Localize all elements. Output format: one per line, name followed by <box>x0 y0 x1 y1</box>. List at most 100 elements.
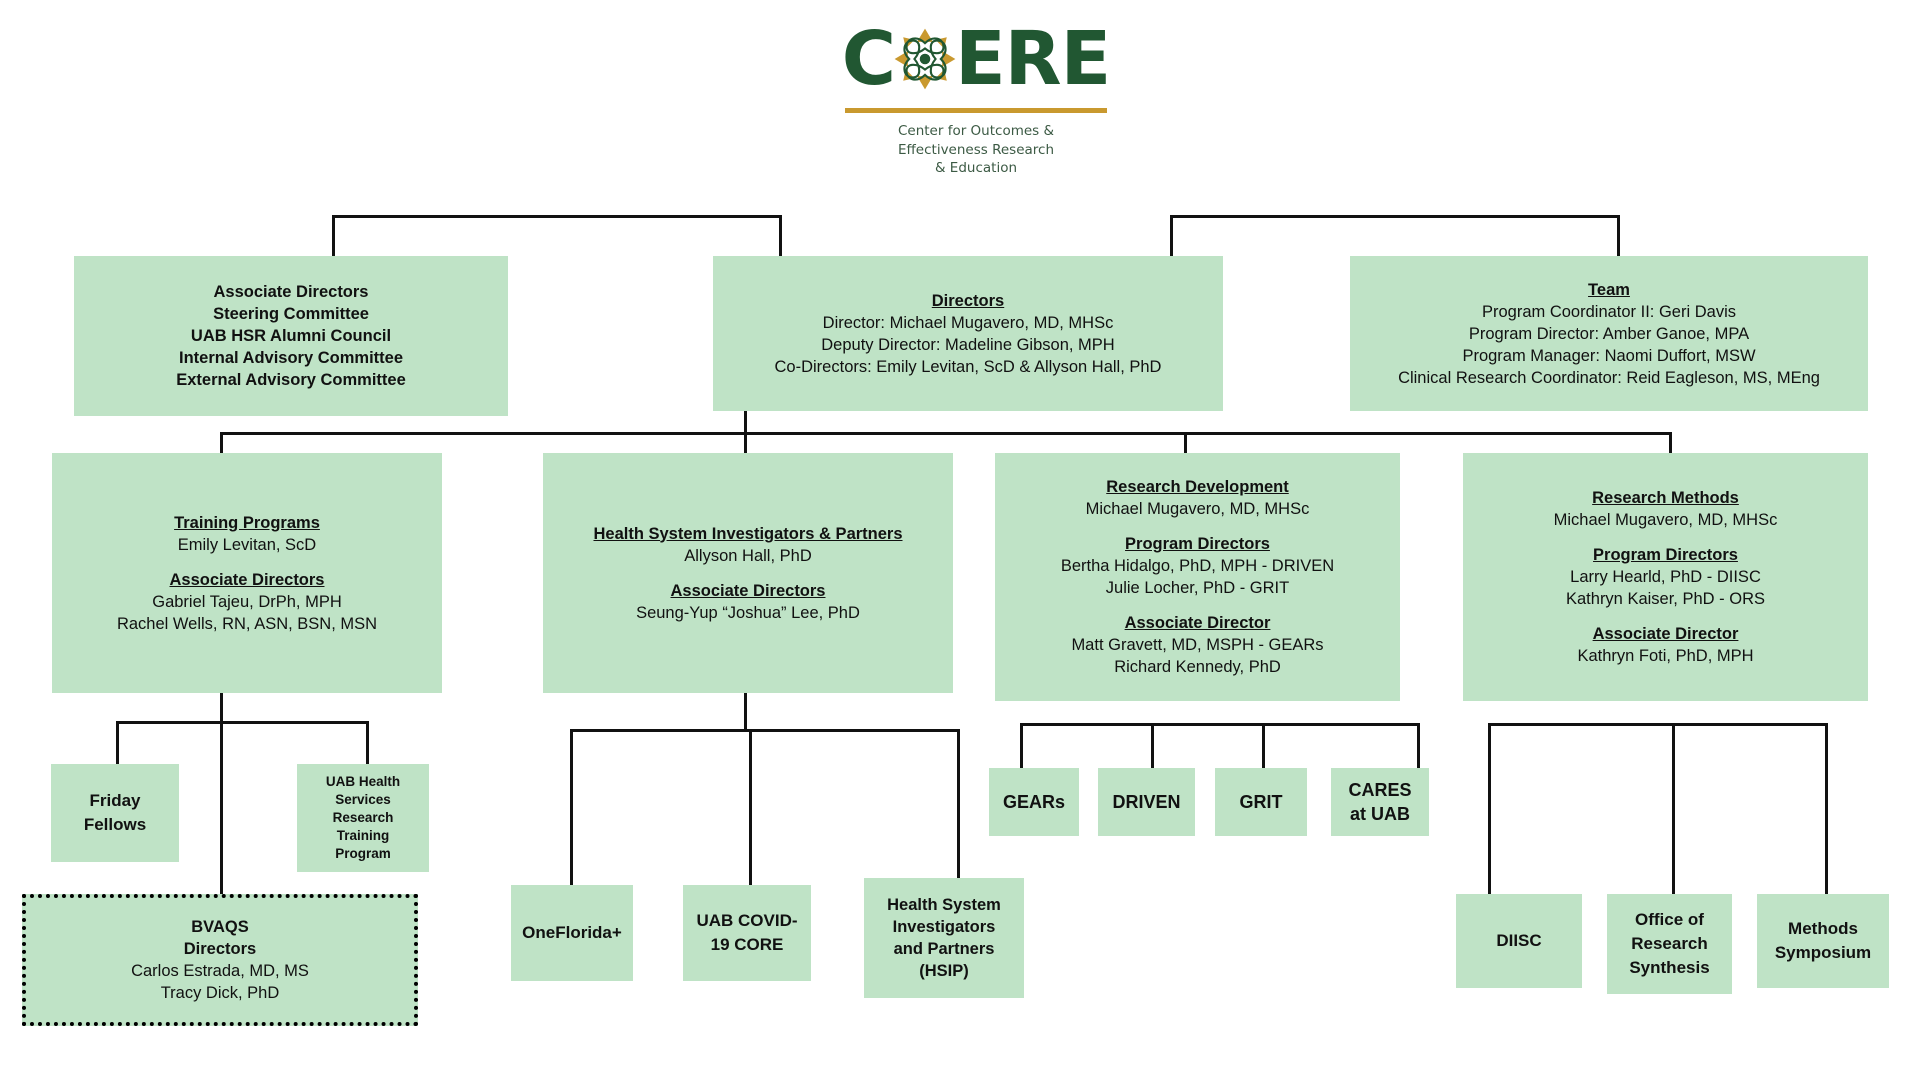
friday-fellows-box[interactable]: Friday Fellows <box>51 764 179 862</box>
logo-letter-c: C <box>841 16 896 102</box>
research-development-pd-heading: Program Directors <box>1125 535 1270 553</box>
team-line-3: Program Manager: Naomi Duffort, MSW <box>1462 346 1756 365</box>
connector-drop-research-development <box>1184 432 1187 454</box>
bvaqs-director-1: Carlos Estrada, MD, MS <box>131 962 309 980</box>
connector-top-left-horizontal <box>332 215 782 218</box>
bvaqs-subtitle: Directors <box>183 940 257 958</box>
research-methods-pd-heading: Program Directors <box>1593 546 1738 564</box>
connector-top-left-down-advisory <box>332 215 335 257</box>
hsip-parent-ad-1: Seung-Yup “Joshua” Lee, PhD <box>636 603 860 622</box>
connector-rm-drop-ors <box>1672 723 1675 894</box>
hsip-child-line-3: and Partners <box>893 940 995 958</box>
research-development-heading: Research Development <box>1106 478 1289 496</box>
onefloridaplus-box[interactable]: OneFlorida+ <box>511 885 633 981</box>
methods-symposium-line-1: Methods <box>1788 919 1858 938</box>
driven-label: DRIVEN <box>1112 792 1181 812</box>
directors-box[interactable]: Directors Director: Michael Mugavero, MD… <box>713 256 1223 411</box>
advisory-line-1: Associate Directors <box>213 283 369 301</box>
research-methods-box[interactable]: Research Methods Michael Mugavero, MD, M… <box>1463 453 1868 701</box>
logo-wordmark: C <box>836 18 1116 100</box>
hsip-parent-lead: Allyson Hall, PhD <box>684 546 812 565</box>
research-methods-ad-heading: Associate Director <box>1592 625 1739 643</box>
connector-top-left-down-directors <box>779 215 782 257</box>
grit-box[interactable]: GRIT <box>1215 768 1307 836</box>
connector-training-drop-bvaqs <box>220 693 223 896</box>
hsrtp-line-3: Research <box>332 810 394 825</box>
directors-line-2: Deputy Director: Madeline Gibson, MPH <box>821 335 1115 354</box>
tagline-line-2: Effectiveness Research <box>897 141 1055 158</box>
ors-line-2: Research <box>1631 934 1708 953</box>
connector-training-bus <box>116 721 369 724</box>
connector-training-drop-friday-fellows <box>116 721 119 764</box>
research-methods-heading: Research Methods <box>1592 489 1739 507</box>
hsrtp-line-2: Services <box>335 792 391 807</box>
hsip-child-line-4: (HSIP) <box>919 962 969 980</box>
gears-label: GEARs <box>1002 792 1065 812</box>
advisory-line-2: Steering Committee <box>213 305 369 323</box>
hsrtp-line-4: Training <box>336 828 390 843</box>
hsip-child-line-1: Health System <box>887 896 1001 914</box>
connector-drop-training <box>220 432 223 454</box>
uab-covid-19-core-box[interactable]: UAB COVID- 19 CORE <box>683 885 811 981</box>
team-line-4: Clinical Research Coordinator: Reid Eagl… <box>1398 368 1820 387</box>
bvaqs-title: BVAQS <box>191 918 249 936</box>
advisory-line-4: Internal Advisory Committee <box>178 349 404 367</box>
cares-at-uab-box[interactable]: CARES at UAB <box>1331 768 1429 836</box>
core-ornament-icon <box>892 26 958 92</box>
uab-hsrtp-box[interactable]: UAB Health Services Research Training Pr… <box>297 764 429 872</box>
tagline-line-3: & Education <box>934 160 1018 176</box>
team-box[interactable]: Team Program Coordinator II: Geri Davis … <box>1350 256 1868 411</box>
cares-line-1: CARES <box>1348 780 1412 800</box>
methods-symposium-box[interactable]: Methods Symposium <box>1757 894 1889 988</box>
connector-rm-drop-methods-symposium <box>1825 723 1828 894</box>
hsrtp-line-1: UAB Health <box>325 774 401 789</box>
hsrtp-line-5: Program <box>335 846 391 861</box>
connector-training-drop-hsrtp <box>366 721 369 764</box>
hsip-child-line-2: Investigators <box>892 918 996 936</box>
logo-letters-ere: ERE <box>955 16 1111 102</box>
ors-line-3: Synthesis <box>1629 958 1710 977</box>
connector-research-development-bus <box>1020 723 1420 726</box>
diisc-box[interactable]: DIISC <box>1456 894 1582 988</box>
research-methods-lead: Michael Mugavero, MD, MHSc <box>1553 511 1778 529</box>
training-ad-1: Gabriel Tajeu, DrPh, MPH <box>152 592 342 611</box>
tagline-line-1: Center for Outcomes & <box>897 123 1055 139</box>
connector-rd-drop-driven <box>1151 723 1154 768</box>
connector-top-right-horizontal <box>1170 215 1620 218</box>
training-subheading: Associate Directors <box>169 570 325 589</box>
bvaqs-box[interactable]: BVAQS Directors Carlos Estrada, MD, MS T… <box>22 894 418 1026</box>
connector-research-methods-bus <box>1488 723 1828 726</box>
advisory-committees-box[interactable]: Associate Directors Steering Committee U… <box>74 256 508 416</box>
methods-symposium-line-2: Symposium <box>1774 943 1872 962</box>
training-ad-2: Rachel Wells, RN, ASN, BSN, MSN <box>116 614 378 633</box>
connector-top-right-down-team <box>1617 215 1620 257</box>
logo-divider-rule <box>845 108 1107 113</box>
health-system-investigators-partners-box[interactable]: Health System Investigators & Partners A… <box>543 453 953 693</box>
cares-line-2: at UAB <box>1349 804 1410 824</box>
hsip-child-box[interactable]: Health System Investigators and Partners… <box>864 878 1024 998</box>
research-development-lead: Michael Mugavero, MD, MHSc <box>1085 500 1310 518</box>
uab-covid-line-2: 19 CORE <box>710 935 784 954</box>
connector-top-right-down-directors <box>1170 215 1173 257</box>
connector-directors-stem <box>744 411 747 434</box>
driven-box[interactable]: DRIVEN <box>1098 768 1195 836</box>
research-development-pd-2: Julie Locher, PhD - GRIT <box>1105 579 1290 597</box>
hsip-parent-subheading: Associate Directors <box>670 581 826 600</box>
research-development-box[interactable]: Research Development Michael Mugavero, M… <box>995 453 1400 701</box>
connector-rd-drop-gears <box>1020 723 1023 768</box>
connector-hsip-drop-onefloridaplus <box>570 729 573 885</box>
uab-covid-line-1: UAB COVID- <box>696 911 798 930</box>
research-methods-pd-1: Larry Hearld, PhD - DIISC <box>1570 568 1761 586</box>
gears-box[interactable]: GEARs <box>989 768 1079 836</box>
connector-hsip-stem <box>744 693 747 731</box>
connector-rd-drop-grit <box>1262 723 1265 768</box>
office-of-research-synthesis-box[interactable]: Office of Research Synthesis <box>1607 894 1732 994</box>
directors-line-3: Co-Directors: Emily Levitan, ScD & Allys… <box>774 357 1162 376</box>
research-development-ad-2: Richard Kennedy, PhD <box>1114 658 1281 676</box>
ors-line-1: Office of <box>1635 910 1704 929</box>
research-methods-pd-2: Kathryn Kaiser, PhD - ORS <box>1566 590 1765 608</box>
bvaqs-director-2: Tracy Dick, PhD <box>160 984 280 1002</box>
training-programs-box[interactable]: Training Programs Emily Levitan, ScD Ass… <box>52 453 442 693</box>
hsip-parent-heading: Health System Investigators & Partners <box>593 524 903 543</box>
